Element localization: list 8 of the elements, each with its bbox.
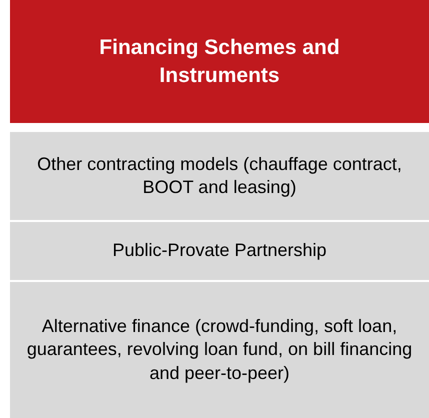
item-text: Alternative finance (crowd-funding, soft loan, guarantees, revolving loan fund, on bill financing and peer-to-peer) [26, 314, 414, 385]
list-row [10, 282, 429, 418]
list-row [10, 132, 429, 220]
title-banner [10, 0, 429, 123]
item-text: Public-Provate Partnership [112, 239, 327, 262]
item-text: Other contracting models (chauffage contract, BOOT and leasing) [36, 152, 403, 199]
list-row [10, 222, 429, 280]
heading: Financing Schemes and Instruments [98, 35, 341, 88]
